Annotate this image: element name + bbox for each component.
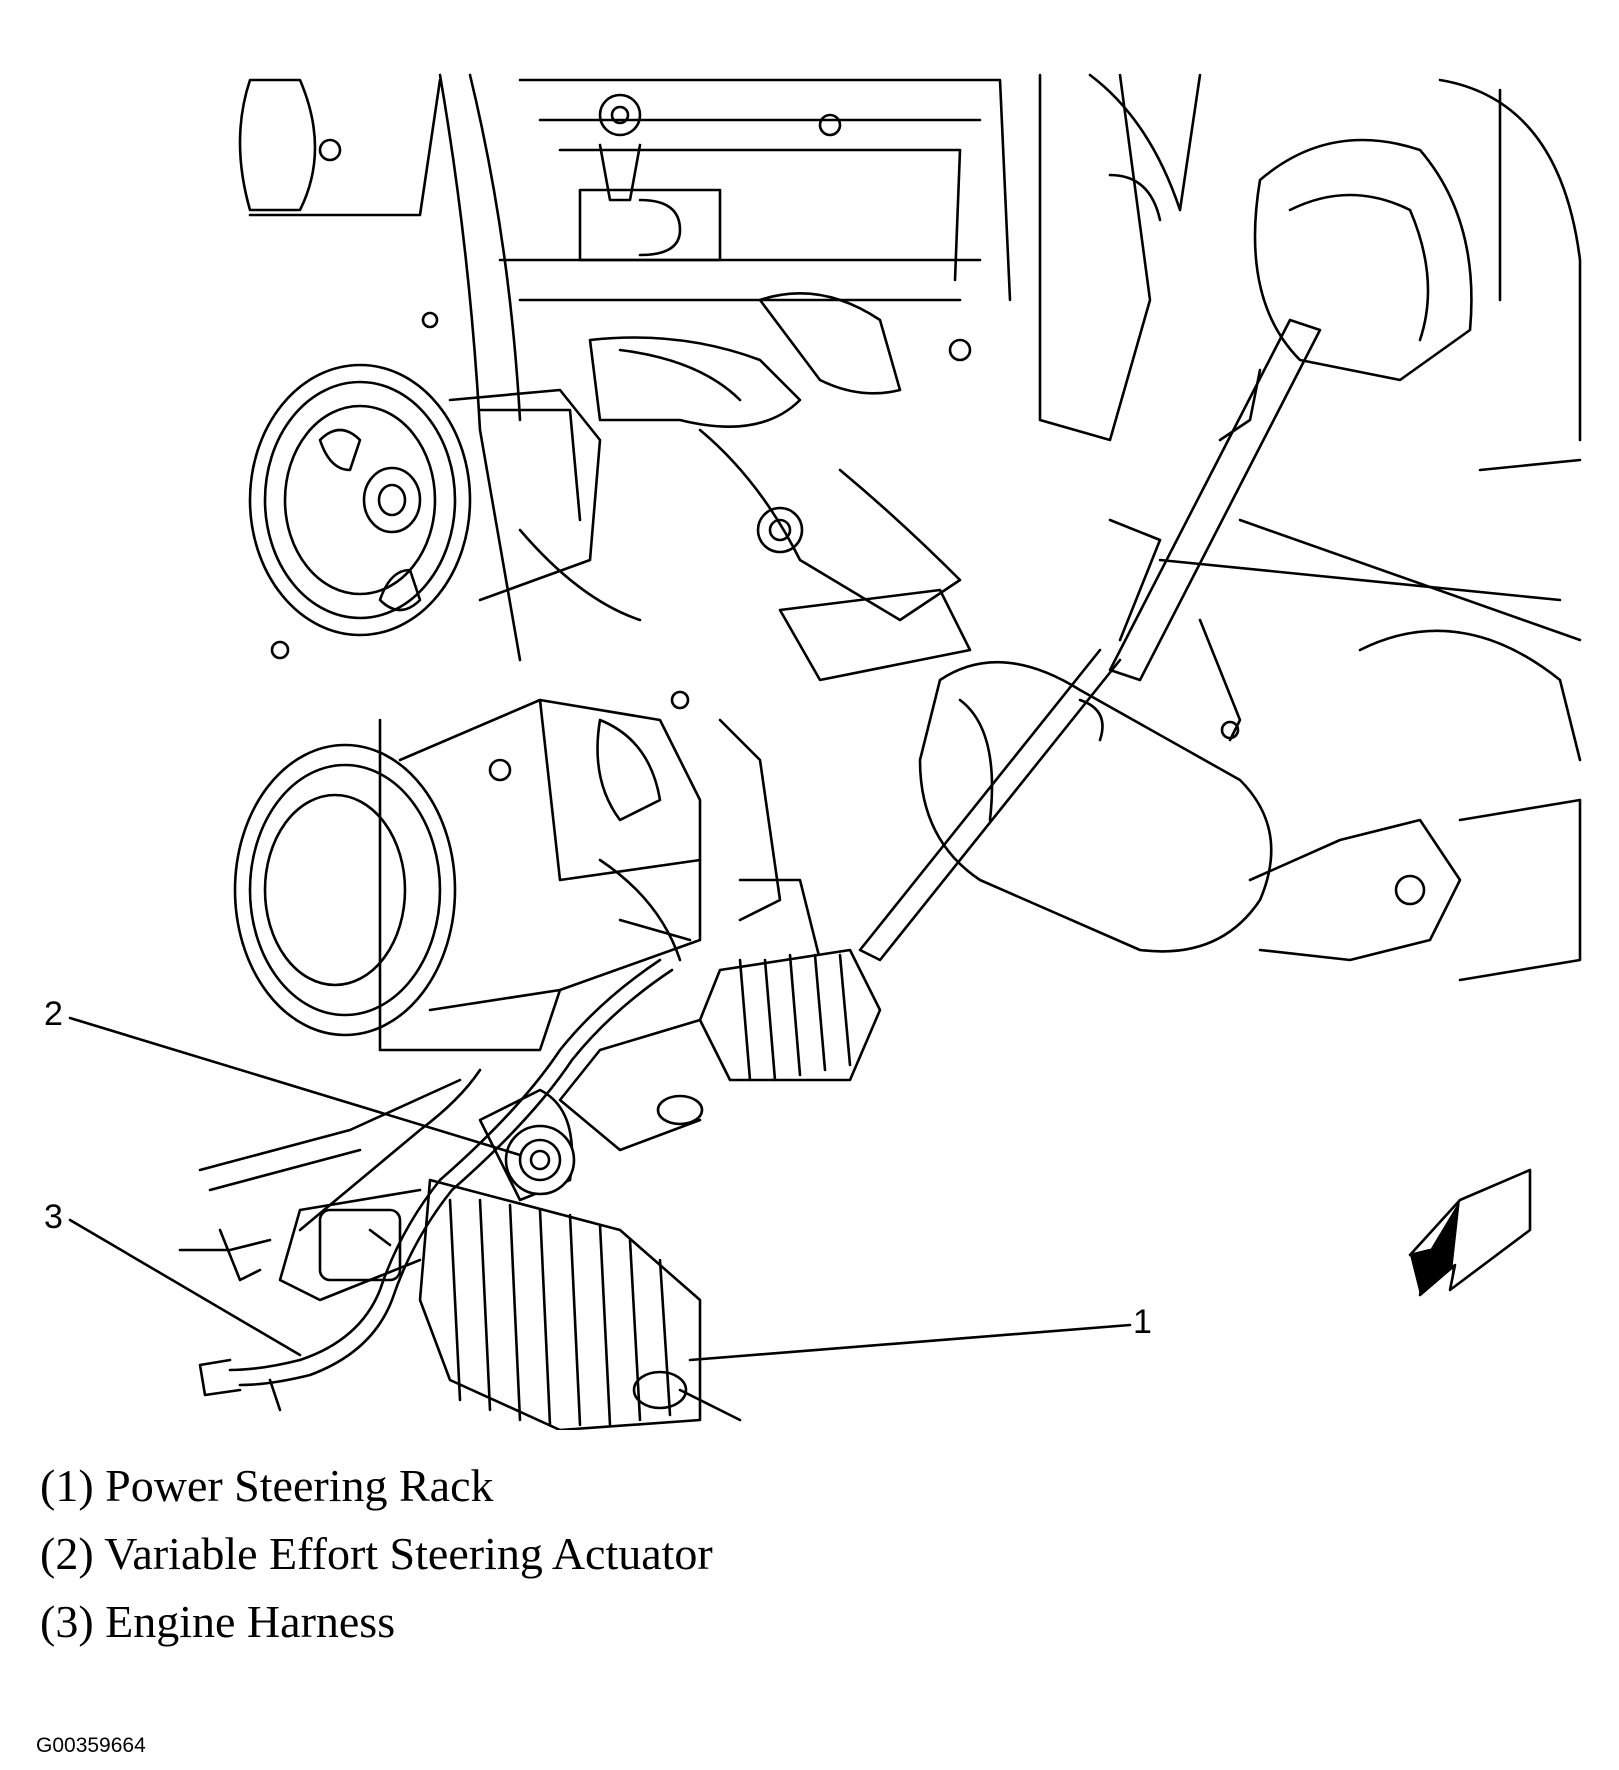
legend-item-3: (3) Engine Harness [40, 1596, 396, 1647]
power-steering-pump [248, 363, 642, 660]
steering-rack-assembly [278, 948, 882, 1430]
legend-item-2: (2) Variable Effort Steering Actuator [40, 1528, 713, 1579]
engine-harness [178, 858, 692, 1412]
leader-line-1 [688, 1323, 1132, 1362]
engine-block [238, 73, 1202, 662]
leader-line-3 [68, 1218, 302, 1357]
leader-line-2 [68, 1016, 522, 1157]
leader-lines [68, 1016, 1132, 1362]
steering-actuator [504, 1124, 576, 1196]
callout-number-2: 2 [44, 995, 63, 1033]
callout-number-1: 1 [1133, 1303, 1152, 1341]
legend-item-1: (1) Power Steering Rack [40, 1460, 494, 1511]
callout-number-3: 3 [44, 1198, 63, 1236]
engine-steering-illustration [68, 73, 1582, 1430]
steering-shaft [858, 318, 1322, 962]
figure-id: G00359664 [36, 1734, 146, 1757]
exhaust-manifold [588, 292, 972, 682]
catalytic-converter [918, 78, 1582, 982]
front-direction-arrow-icon [1408, 1168, 1532, 1297]
